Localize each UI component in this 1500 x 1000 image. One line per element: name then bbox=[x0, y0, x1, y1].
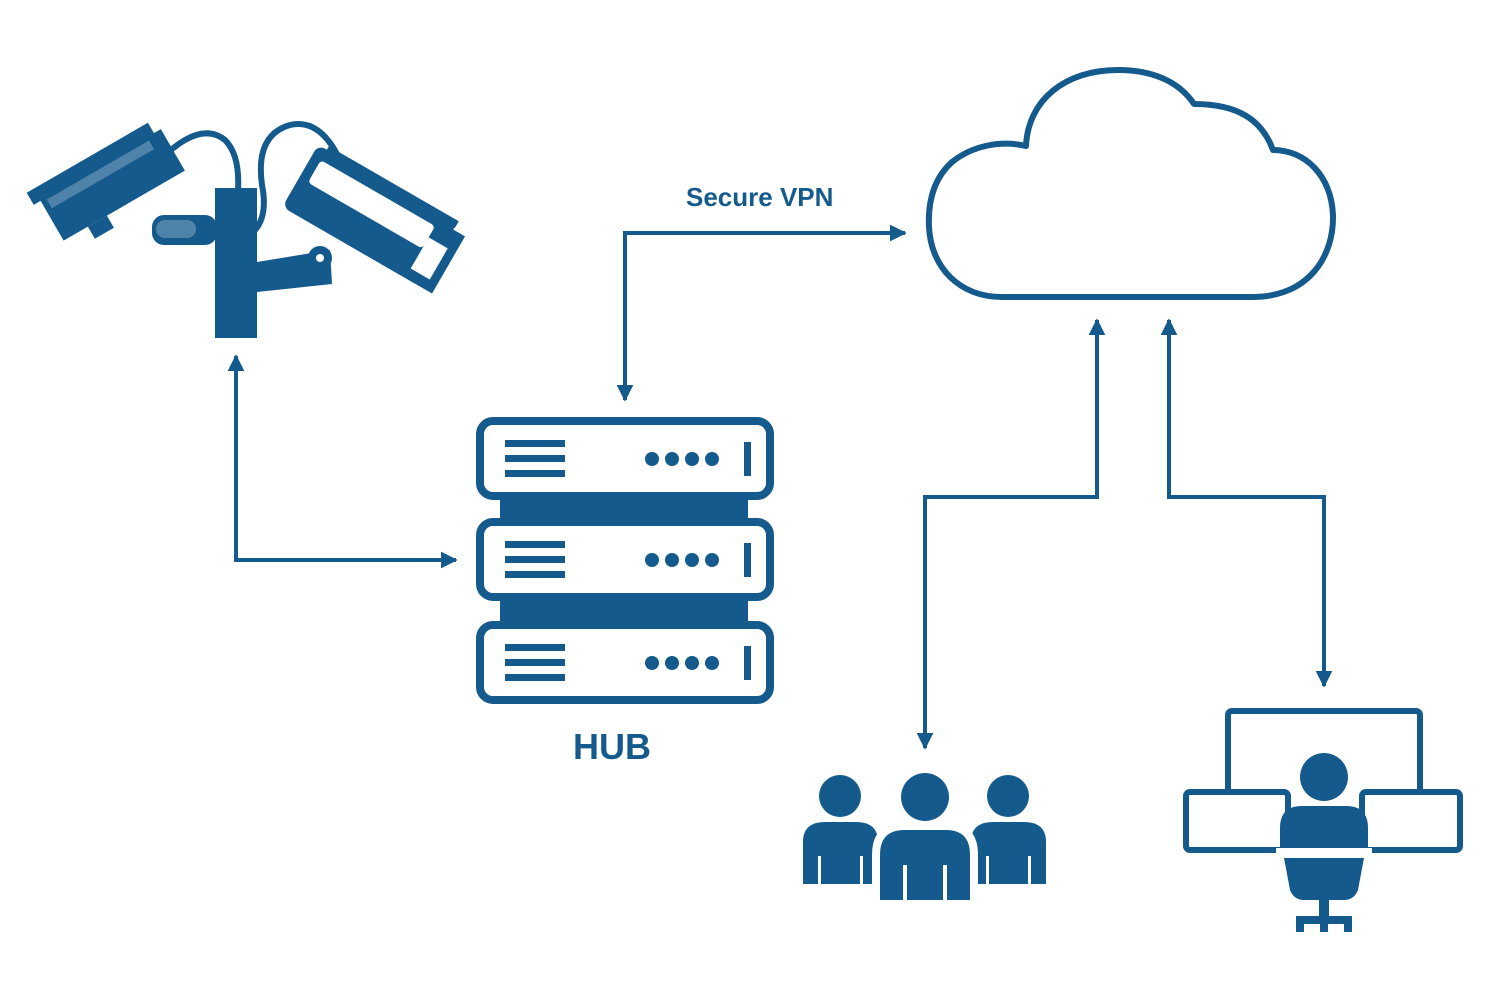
server-rack-icon bbox=[476, 417, 774, 704]
cloud-icon bbox=[925, 67, 1337, 300]
hub-label: HUB bbox=[573, 726, 651, 767]
hub-cloud-vpn-connector bbox=[616, 224, 907, 402]
server-unit bbox=[476, 417, 774, 500]
server-unit bbox=[476, 621, 774, 704]
cloud-users-connector bbox=[916, 318, 1106, 750]
cctv-cameras-icon bbox=[26, 121, 466, 338]
cloud-operator-connector bbox=[1160, 318, 1333, 688]
secure-vpn-label: Secure VPN bbox=[686, 182, 834, 212]
user-group-icon bbox=[803, 771, 1046, 905]
camera-hub-connector bbox=[227, 354, 458, 569]
server-unit bbox=[476, 518, 774, 601]
operator-workstation-icon bbox=[1183, 708, 1463, 932]
